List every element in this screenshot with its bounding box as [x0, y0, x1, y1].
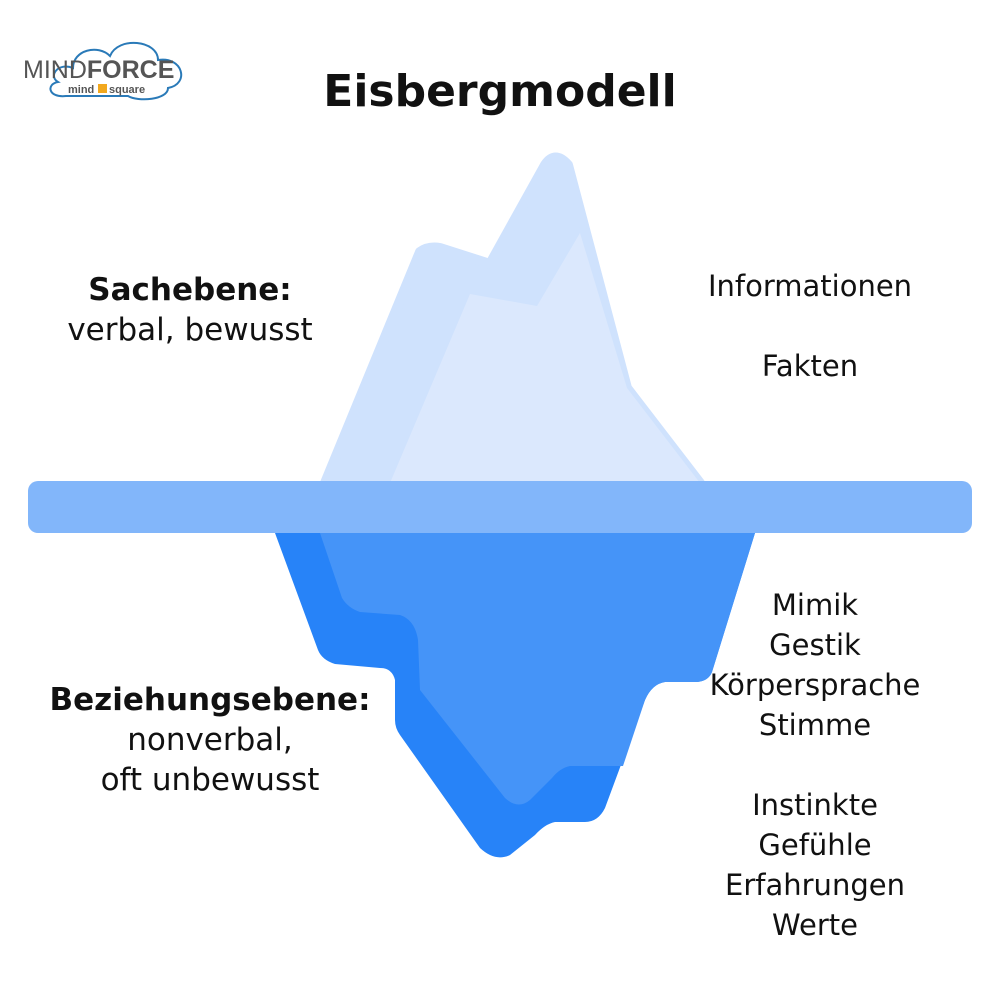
list-item: Informationen: [707, 269, 913, 303]
below-water-list-1: Mimik Gestik Körpersprache Stimme: [685, 585, 945, 745]
iceberg-base-inner: [320, 533, 755, 805]
list-item: Mimik: [771, 588, 859, 622]
sachebene-label: Sachebene: verbal, bewusst: [40, 270, 340, 350]
logo-square-sub: square: [109, 84, 145, 96]
list-item: Stimme: [758, 708, 872, 742]
list-item: Werte: [772, 908, 858, 942]
mindforce-logo: MINDFORCE mind square: [18, 26, 193, 104]
beziehungsebene-label: Beziehungsebene: nonverbal, oft unbewuss…: [20, 680, 400, 800]
cloud-icon: [49, 42, 183, 101]
svg-text:MINDFORCE: MINDFORCE: [23, 56, 174, 84]
list-item: Körpersprache: [709, 668, 921, 702]
list-item: Gestik: [769, 628, 861, 662]
waterline: [28, 481, 972, 533]
above-water-list: Informationen Fakten: [680, 266, 940, 386]
below-water-list-2: Instinkte Gefühle Erfahrungen Werte: [685, 785, 945, 945]
logo-mind-sub: mind: [68, 84, 94, 96]
iceberg-tip-inner: [390, 233, 700, 483]
beziehungsebene-heading: Beziehungsebene:: [49, 682, 371, 718]
beziehungsebene-line: nonverbal,: [127, 722, 293, 758]
sachebene-heading: Sachebene:: [88, 272, 292, 308]
beziehungsebene-line: oft unbewusst: [100, 762, 320, 798]
list-item: Instinkte: [752, 788, 878, 822]
list-item: Erfahrungen: [725, 868, 905, 902]
logo-square-icon: [98, 84, 107, 93]
logo-force: FORCE: [87, 56, 175, 84]
list-item: Gefühle: [758, 828, 872, 862]
logo-mind: MIND: [23, 56, 87, 84]
sachebene-text: verbal, bewusst: [67, 312, 313, 348]
page-title: Eisbergmodell: [323, 66, 677, 117]
list-item: Fakten: [761, 349, 859, 383]
